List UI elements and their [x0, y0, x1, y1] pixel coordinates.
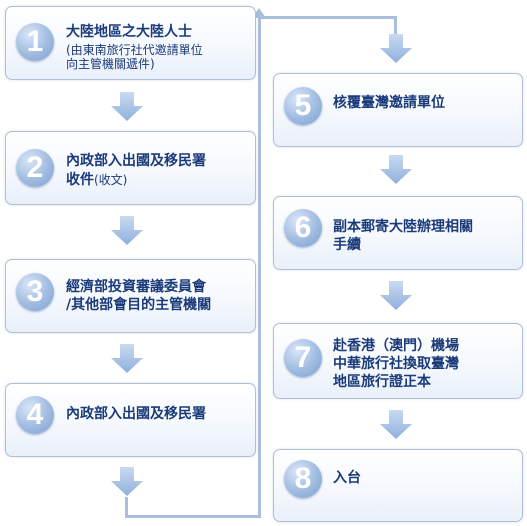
step-2-title: 內政部入出國及移民署	[66, 153, 206, 169]
connector-line-vertical	[258, 16, 261, 518]
step-7-title: 赴香港（澳門）機場 中華旅行社換取臺灣 地區旅行證正本	[333, 338, 459, 390]
down-arrow-icon	[380, 155, 412, 184]
step-6-title: 副本郵寄大陸辦理相關 手續	[333, 219, 473, 253]
step-2-box: 2 內政部入出國及移民署 收件(收文)	[5, 131, 256, 205]
step-3-title: 經濟部投資審議委員會 /其他部會目的主管機關	[66, 279, 212, 313]
connector-line-top-down	[394, 16, 397, 34]
step-2-number: 2	[16, 149, 54, 187]
step-5-number: 5	[284, 87, 322, 125]
step-8-number: 8	[284, 460, 322, 498]
step-2-title2: 收件	[66, 172, 94, 188]
down-arrow-icon	[111, 467, 143, 496]
step-5-title: 核覆臺灣邀請單位	[333, 95, 445, 111]
step-4-number: 4	[16, 396, 54, 434]
connector-line-top	[258, 16, 396, 19]
connector-line-bottom	[125, 497, 128, 517]
step-4-box: 4 內政部入出國及移民署	[5, 383, 256, 457]
down-arrow-icon	[111, 344, 143, 373]
step-3-number: 3	[16, 273, 54, 311]
step-8-box: 8 入台	[273, 449, 523, 522]
step-2-title-line2: 收件(收文)	[66, 171, 127, 189]
step-7-box: 7 赴香港（澳門）機場 中華旅行社換取臺灣 地區旅行證正本	[273, 323, 523, 399]
connector-line-horizontal	[125, 515, 261, 518]
down-arrow-icon	[111, 92, 143, 121]
step-3-box: 3 經濟部投資審議委員會 /其他部會目的主管機關	[5, 259, 256, 333]
step-7-number: 7	[284, 339, 322, 377]
down-arrow-icon	[380, 281, 412, 310]
step-2-inline-note: (收文)	[94, 173, 128, 187]
down-arrow-icon	[380, 34, 412, 63]
step-5-box: 5 核覆臺灣邀請單位	[273, 73, 523, 147]
step-1-subtitle: (由東南旅行社代邀請單位 向主管機關遞件)	[66, 43, 203, 71]
step-1-number: 1	[16, 23, 54, 61]
step-8-title: 入台	[333, 470, 361, 486]
step-1-box: 1 大陸地區之大陸人士 (由東南旅行社代邀請單位 向主管機關遞件)	[5, 6, 256, 80]
step-4-title: 內政部入出國及移民署	[66, 406, 206, 422]
step-1-title: 大陸地區之大陸人士	[66, 24, 192, 40]
down-arrow-icon	[111, 216, 143, 245]
step-6-box: 6 副本郵寄大陸辦理相關 手續	[273, 196, 523, 270]
down-arrow-icon	[380, 410, 412, 439]
step-6-number: 6	[284, 209, 322, 247]
